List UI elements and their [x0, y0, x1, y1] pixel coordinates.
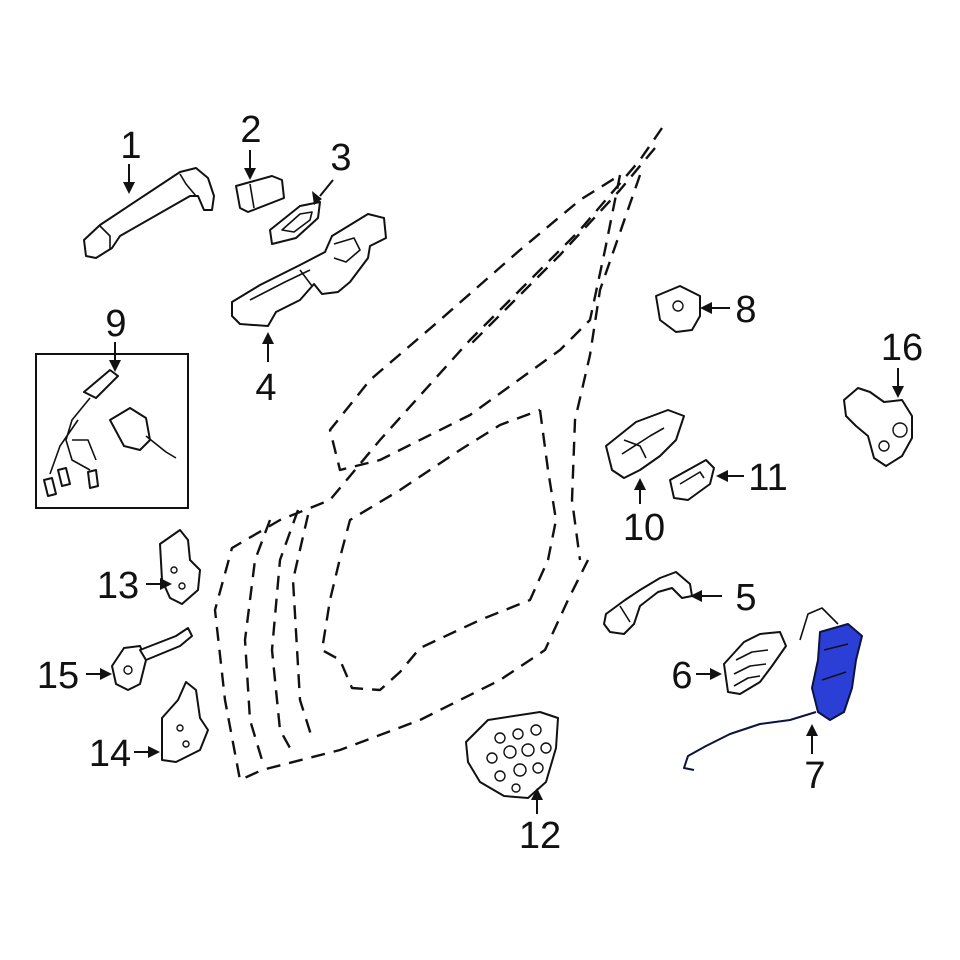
part-handle-frame: [231, 213, 387, 327]
part-handle-gasket: [269, 201, 321, 245]
part-lock-cylinder-keys: [43, 369, 177, 497]
part-upper-hinge: [159, 529, 201, 605]
callout-12: 12: [519, 815, 561, 857]
part-outside-handle: [83, 167, 215, 259]
part-inside-handle: [605, 409, 685, 479]
callout-10: 10: [623, 507, 665, 549]
callout-6: 6: [671, 655, 692, 697]
part-door-lock-actuator: [683, 607, 863, 771]
callout-3: 3: [330, 137, 351, 179]
callout-15: 15: [37, 655, 79, 697]
part-sound-insulator: [465, 711, 559, 799]
callout-13: 13: [97, 565, 139, 607]
actuator-body: [811, 623, 863, 721]
callout-8: 8: [735, 289, 756, 331]
actuator-cable: [683, 711, 817, 771]
part-lower-hinge: [161, 681, 209, 763]
part-door-check: [111, 627, 193, 691]
key-cylinder-inset: [35, 353, 189, 509]
callout-5: 5: [735, 577, 756, 619]
part-inside-handle-bezel: [669, 459, 715, 501]
callout-2: 2: [240, 109, 261, 151]
door-outline: [213, 127, 663, 782]
callout-16: 16: [881, 327, 923, 369]
callout-9: 9: [105, 303, 126, 345]
part-handle-cap: [235, 175, 285, 213]
callout-1: 1: [120, 125, 141, 167]
callout-7: 7: [804, 755, 825, 797]
part-striker: [655, 285, 701, 333]
part-lock-rod-bracket: [603, 571, 693, 635]
insulator-holes: [486, 724, 552, 793]
part-lock-shield: [723, 631, 787, 695]
callout-4: 4: [255, 367, 276, 409]
leader-lines: [86, 150, 904, 814]
callout-11: 11: [748, 457, 787, 499]
callout-14: 14: [89, 733, 131, 775]
callout-labels: 1 2 3 4 5 6 7 8 9 10 11 12 13 14 15 16: [37, 109, 923, 857]
part-door-switch: [843, 387, 913, 467]
